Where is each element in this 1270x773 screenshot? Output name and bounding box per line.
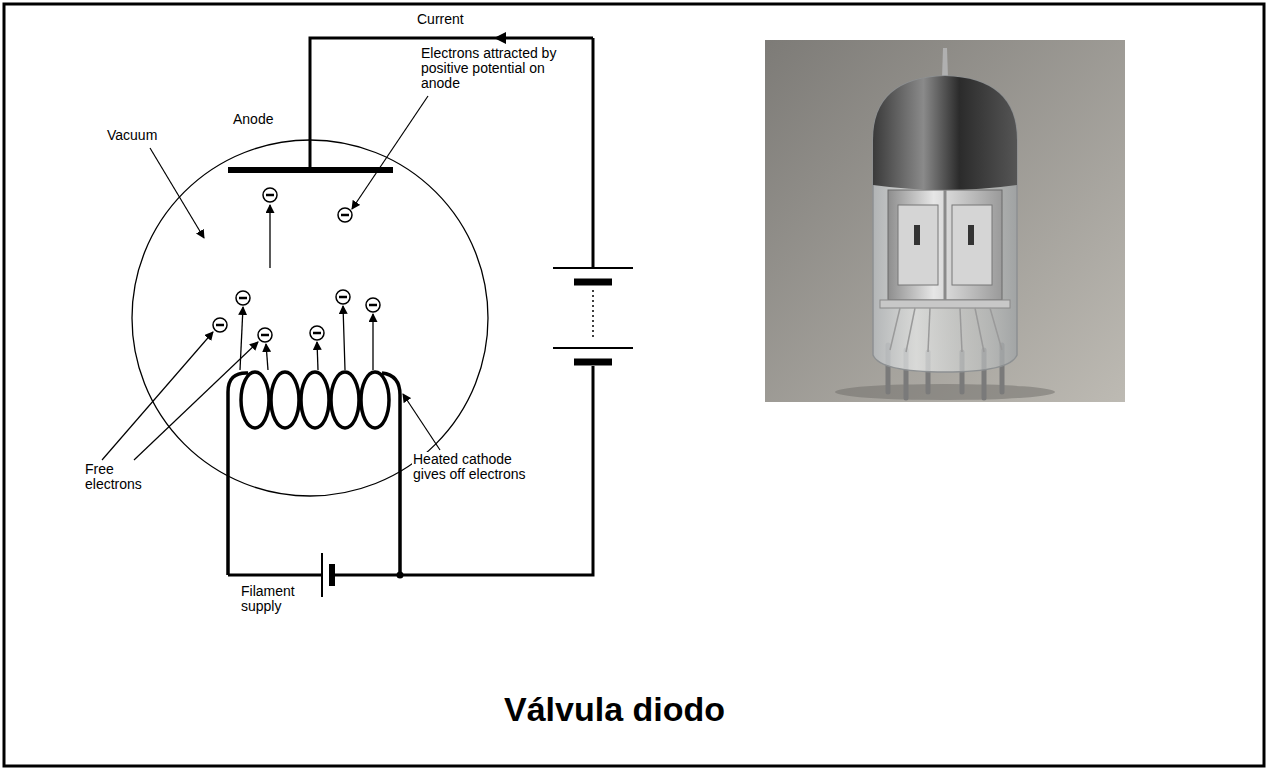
electron-symbols [213,188,380,342]
title: Válvula diodo [504,690,725,729]
supply-label: Filament supply [240,584,312,614]
current-label: Current [416,12,465,27]
anode-label: Anode [232,112,274,127]
callout-label: Free electrons [84,462,156,492]
frame [4,4,1264,766]
tube-photo [765,40,1125,402]
vacuum-label: Vacuum [106,128,158,143]
tube-schematic [132,32,633,597]
leader-lines [102,96,440,460]
callout-label: Electrons attracted by positive potentia… [420,46,572,91]
electron-paths [240,205,373,370]
callout-label: Heated cathode gives off electrons [412,452,544,482]
